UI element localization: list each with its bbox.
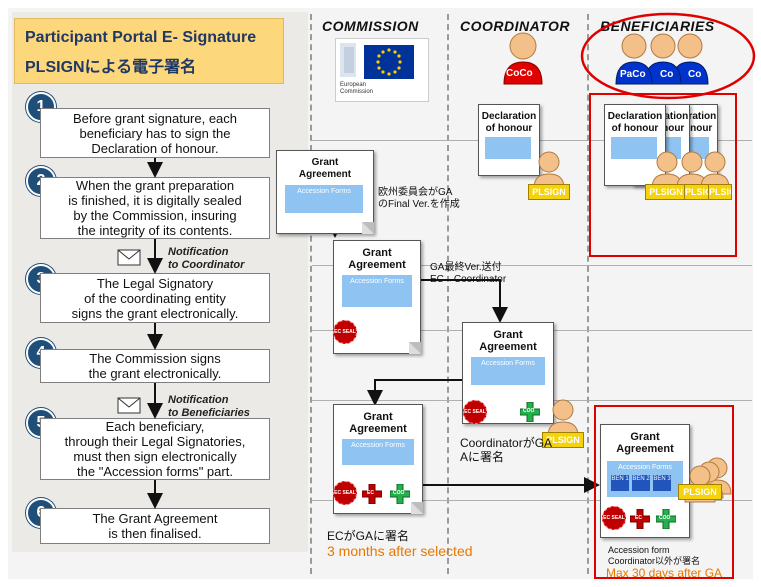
ec-logo: European Commission xyxy=(335,38,429,102)
plsign-badge: PLSIGN xyxy=(528,184,570,200)
coo-label: COO xyxy=(523,408,535,414)
row-divider xyxy=(312,500,752,501)
ec-logo-text: European Commission xyxy=(340,82,374,95)
title-line-2: PLSIGNによる電子署名 xyxy=(25,59,197,76)
ec-seal-icon: EC SEAL xyxy=(333,481,357,505)
ec-cross-icon xyxy=(630,509,650,529)
ec-seal-icon: EC SEAL xyxy=(602,506,626,530)
ec-label: EC xyxy=(635,515,642,521)
column-coordinator: COORDINATOR xyxy=(460,18,570,34)
plsign-badge: PLSIGN xyxy=(678,484,722,500)
ec-cross-icon xyxy=(362,484,382,504)
column-divider xyxy=(310,14,312,574)
ben-2-badge: BEN 2 xyxy=(632,475,650,491)
envelope-icon xyxy=(117,249,141,266)
plsign-badge: PLSIGN xyxy=(708,184,732,200)
annotation-ec-signs: ECがGAに署名 xyxy=(327,529,410,543)
column-divider xyxy=(447,14,449,574)
beneficiaries-declarations-highlight xyxy=(589,93,737,257)
notification-beneficiaries: Notification to Beneficiaries xyxy=(168,394,250,419)
beneficiaries-highlight xyxy=(580,12,756,100)
row-divider xyxy=(312,265,752,266)
column-beneficiaries: BENEFICIARIES xyxy=(600,18,715,34)
step-6-box: The Grant Agreement is then finalised. xyxy=(40,508,270,544)
coco-label: CoCo xyxy=(506,68,533,79)
coo-label: COO xyxy=(393,490,405,496)
column-divider xyxy=(587,14,589,574)
annotation-max-30-days: Max 30 days after GA xyxy=(606,566,723,580)
envelope-icon xyxy=(117,397,141,414)
column-commission: COMMISSION xyxy=(322,18,419,34)
plsign-badge: PLSIGN xyxy=(542,432,584,448)
ec-logo-icon xyxy=(340,43,414,79)
step-2-box: When the grant preparation is finished, … xyxy=(40,177,270,239)
co-label: Co xyxy=(660,69,674,80)
ec-label: EC xyxy=(367,490,374,496)
ben-3-badge: BEN 3 xyxy=(653,475,671,491)
ec-seal-icon: EC SEAL xyxy=(463,400,487,424)
final-grant-highlight xyxy=(594,405,734,579)
title-line-1: Participant Portal E- Signature xyxy=(25,29,257,46)
paco-label: PaCo xyxy=(620,69,646,80)
step-3-box: The Legal Signatory of the coordinating … xyxy=(40,273,270,323)
coo-cross-icon xyxy=(520,402,540,422)
ec-seal-icon: EC SEAL xyxy=(333,320,357,344)
co-label: Co xyxy=(688,69,702,80)
plsign-badge: PLSIGN xyxy=(684,184,710,200)
notification-coordinator: Notification to Coordinator xyxy=(168,246,245,271)
ben-1-badge: BEN 1 xyxy=(611,475,629,491)
step-5-box: Each beneficiary, through their Legal Si… xyxy=(40,418,270,480)
coo-cross-icon xyxy=(390,484,410,504)
plsign-badge: PLSIGN xyxy=(645,184,687,200)
annotation-3-months: 3 months after selected xyxy=(327,543,473,559)
coo-cross-icon xyxy=(656,509,676,529)
coordinator-person-icon xyxy=(503,32,543,85)
beneficiary-person-icon xyxy=(615,33,653,85)
coo-label: COO xyxy=(659,515,671,521)
step-1-box: Before grant signature, each beneficiary… xyxy=(40,108,270,158)
title-box: Participant Portal E- Signature PLSIGNによ… xyxy=(14,18,284,84)
